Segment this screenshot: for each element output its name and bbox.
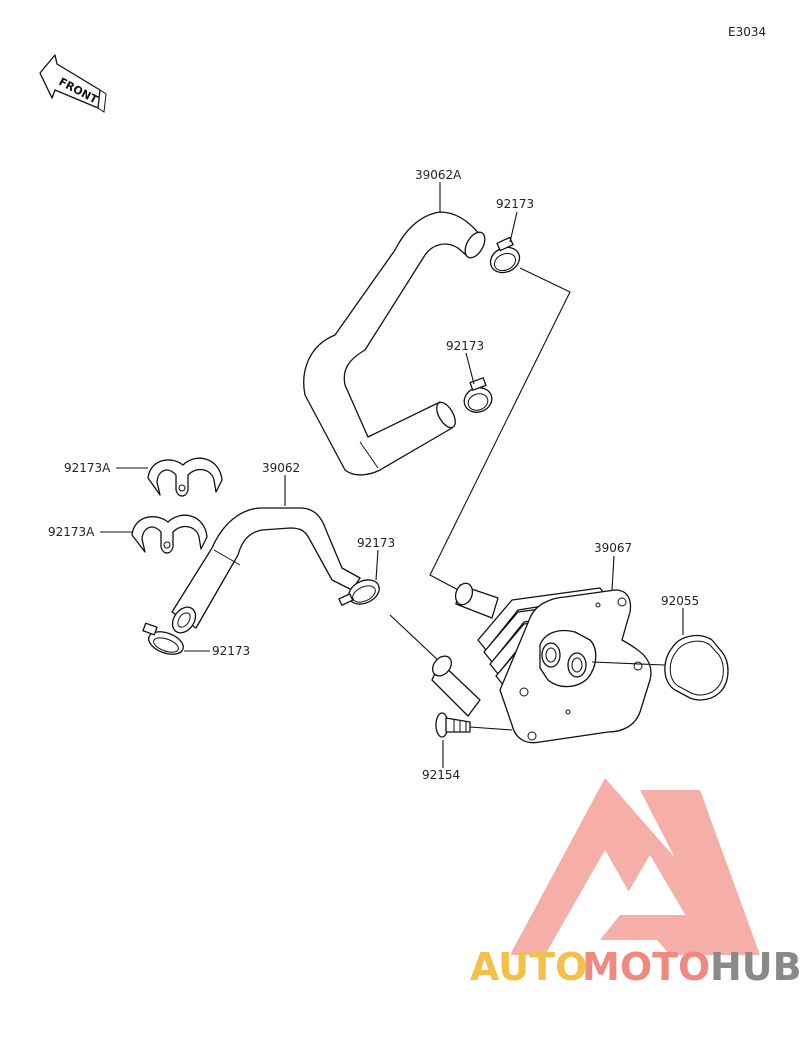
o-ring xyxy=(664,634,729,701)
watermark-moto: MOTO xyxy=(582,945,710,989)
watermark-hub: HUB xyxy=(710,945,800,989)
connector-line-oring xyxy=(591,661,666,666)
hose-39062a xyxy=(303,211,486,476)
connector-line-bolt xyxy=(469,726,513,731)
clamp-lower-right xyxy=(338,579,380,606)
watermark-auto: AUTO xyxy=(470,945,587,989)
watermark-text: AUTO MOTO HUB xyxy=(470,945,800,989)
label-clamp-top: 92173 xyxy=(496,197,534,211)
front-arrow-icon: FRONT xyxy=(39,54,107,113)
label-clip-a-top: 92173A xyxy=(64,461,111,475)
clamp-lower-left xyxy=(142,622,184,655)
label-clamp-mid: 92173 xyxy=(446,339,484,353)
leader-clamp-mid xyxy=(465,352,475,385)
leader-oil-cooler xyxy=(611,555,615,591)
label-oil-cooler: 39067 xyxy=(594,541,632,555)
clip-a-top xyxy=(147,457,223,497)
bolt xyxy=(435,712,471,738)
clamp-mid xyxy=(463,377,493,413)
clip-a-bottom xyxy=(131,514,208,554)
label-hose-lower: 39062 xyxy=(262,461,300,475)
label-clamp-lower-right: 92173 xyxy=(357,536,395,550)
label-bolt: 92154 xyxy=(422,768,460,782)
connector-line-bottom xyxy=(389,614,441,663)
label-hose-upper: 39062A xyxy=(415,168,462,182)
label-o-ring: 92055 xyxy=(661,594,699,608)
label-clip-a-bottom: 92173A xyxy=(48,525,95,539)
leader-clamp-lower-right xyxy=(375,549,379,581)
oil-cooler xyxy=(431,582,652,744)
clamp-top xyxy=(489,236,521,274)
leader-clamp-top xyxy=(509,211,518,243)
watermark-logo-icon xyxy=(510,778,760,955)
diagram-code: E3034 xyxy=(728,25,766,39)
label-clamp-lower-left: 92173 xyxy=(212,644,250,658)
connector-line-top xyxy=(429,267,571,593)
